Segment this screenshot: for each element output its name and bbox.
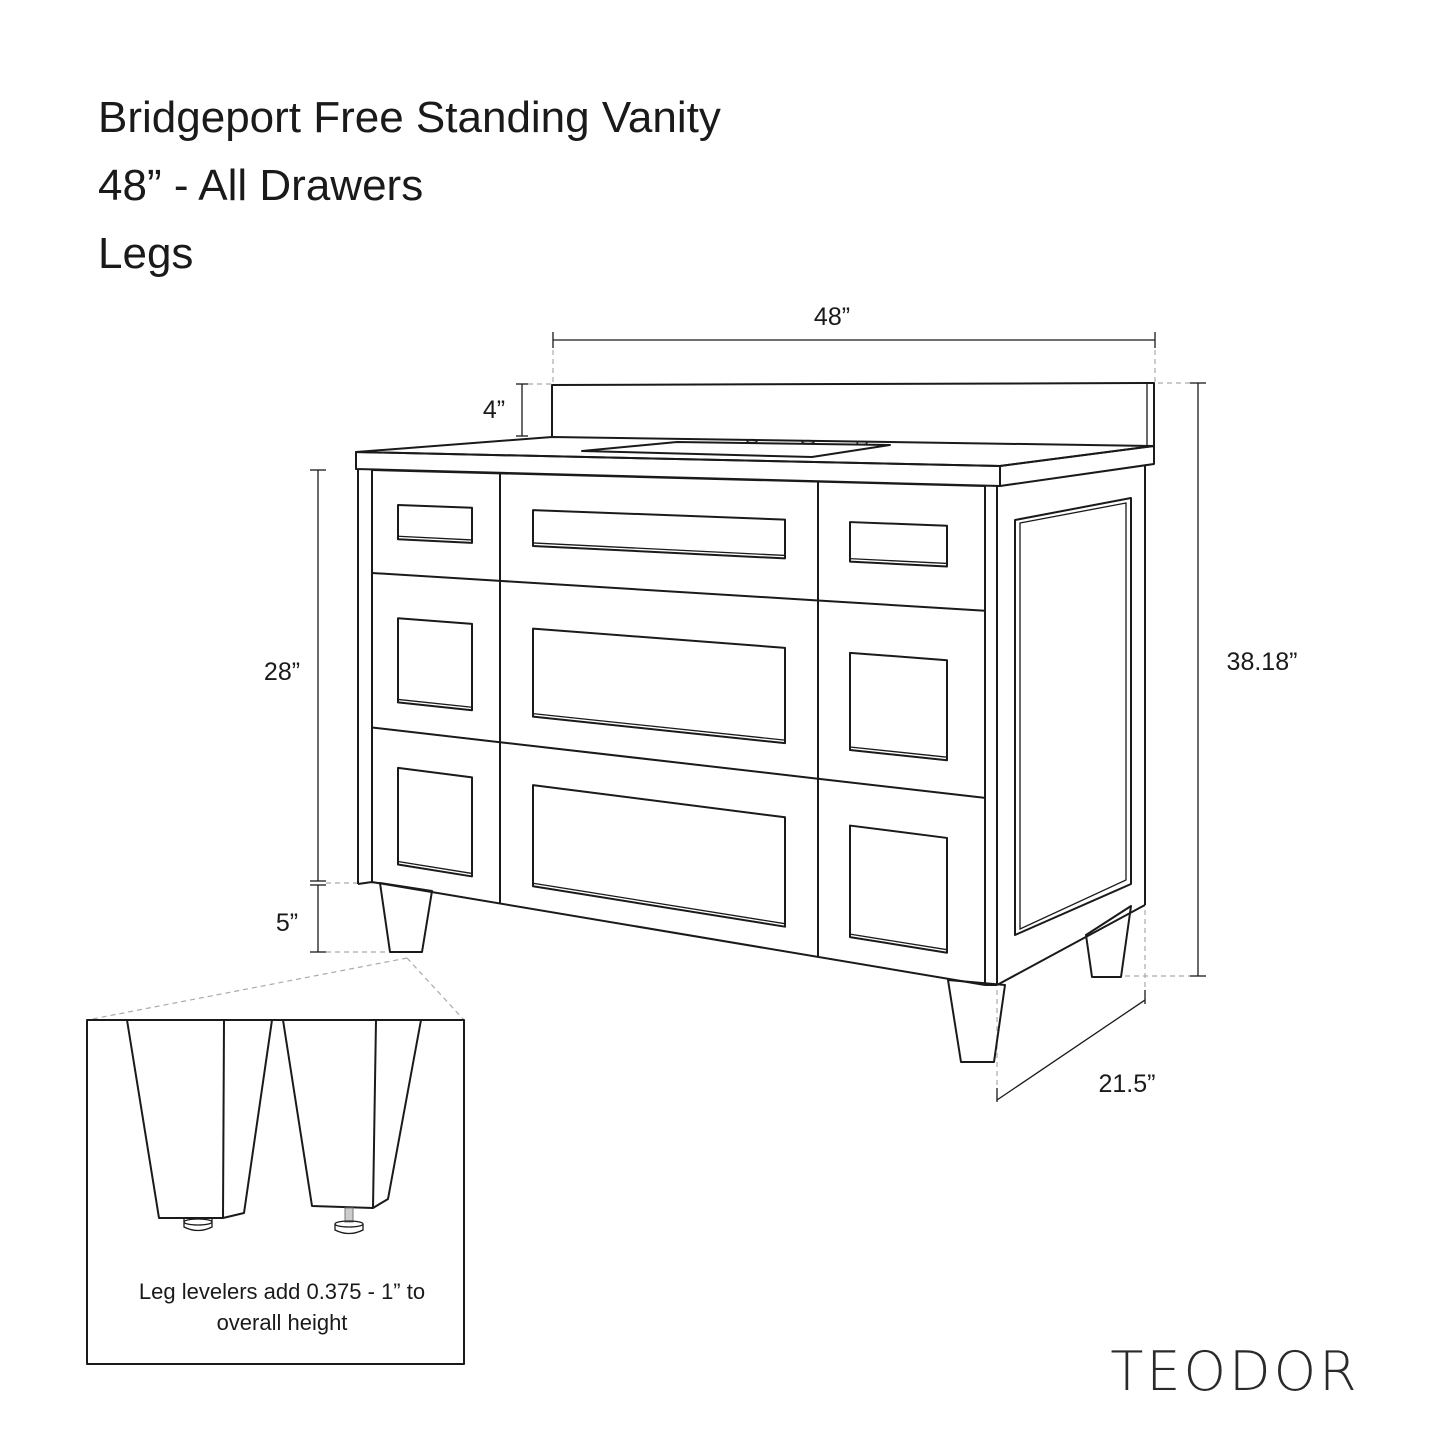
faucet-hole-icon <box>801 439 815 445</box>
drawer-panel-2-1 <box>397 617 473 712</box>
drawer-panel-shadow <box>849 558 948 565</box>
drawer-panel-shadow <box>532 712 786 741</box>
leg-front-right <box>947 979 1006 1063</box>
drawer-panel-2-3 <box>849 651 948 762</box>
drawer-panel-shadow <box>849 933 948 951</box>
title-line-1: Bridgeport Free Standing Vanity <box>98 93 721 142</box>
backsplash-label: 4” <box>483 396 505 424</box>
rail-divider <box>371 572 501 582</box>
drawer-panel-3-3 <box>849 824 948 954</box>
drawer-panel-2-2 <box>532 627 786 745</box>
countertop <box>355 436 1155 487</box>
inset-caption-line-1: Leg levelers add 0.375 - 1” to <box>139 1279 425 1304</box>
title-line-3: Legs <box>98 229 193 278</box>
depth-dimension: 21.5” <box>996 910 1156 1102</box>
overall-height-label: 38.18” <box>1227 648 1298 676</box>
overall-height-dimension: 38.18” <box>1125 382 1298 977</box>
drawer-panel-shadow <box>397 698 473 708</box>
cabinet-height-dimension: 28” <box>264 469 326 882</box>
leg-back-right <box>1085 905 1132 978</box>
drawer-panel-3-2 <box>532 784 786 928</box>
drawer-panel-shadow <box>532 542 786 557</box>
rail-divider <box>371 726 501 744</box>
sink <box>581 441 891 458</box>
leveler-screw-icon <box>344 1207 354 1223</box>
drawer-panel-shadow <box>849 746 948 758</box>
drawer-panel-shadow <box>532 882 786 925</box>
side-panel <box>1014 497 1132 936</box>
leg-height-label: 5” <box>276 909 298 937</box>
leveler-foot-icon <box>334 1224 364 1235</box>
faucet-hole-icon <box>746 438 758 444</box>
depth-label: 21.5” <box>1099 1070 1156 1098</box>
leg-front-left <box>379 882 433 953</box>
leg-leveler-inset: Leg levelers add 0.375 - 1” to overall h… <box>86 957 465 1365</box>
drawer-panel-3-1 <box>397 766 473 878</box>
width-label: 48” <box>814 303 850 331</box>
leg-height-dimension: 5” <box>276 882 392 953</box>
drawer-fronts <box>371 473 986 957</box>
drawer-panel-1-2 <box>532 509 786 560</box>
title-line-2: 48” - All Drawers <box>98 161 423 210</box>
backsplash <box>551 382 1155 446</box>
cabinet-height-label: 28” <box>264 658 300 686</box>
drawer-panel-shadow <box>397 860 473 875</box>
rail-divider <box>499 741 819 780</box>
rail-divider <box>817 599 986 612</box>
leg-with-leveler-extended <box>282 1019 422 1235</box>
faucet-hole-icon <box>856 440 868 446</box>
cabinet-body <box>357 465 1146 986</box>
inset-caption-line-2: overall height <box>217 1310 348 1335</box>
brand-logo: TEODOR <box>1110 1340 1359 1403</box>
leveler-foot-icon <box>183 1219 213 1232</box>
drawer-panel-1-1 <box>397 503 473 544</box>
legs <box>379 882 1132 1063</box>
leg-without-leveler-extended <box>126 1019 273 1232</box>
width-dimension: 48” <box>552 303 1156 383</box>
rail-divider <box>499 579 819 602</box>
backsplash-dimension: 4” <box>483 383 552 437</box>
drawer-panel-1-3 <box>849 521 948 568</box>
drawer-panel-shadow <box>397 535 473 541</box>
rail-divider <box>817 777 986 799</box>
